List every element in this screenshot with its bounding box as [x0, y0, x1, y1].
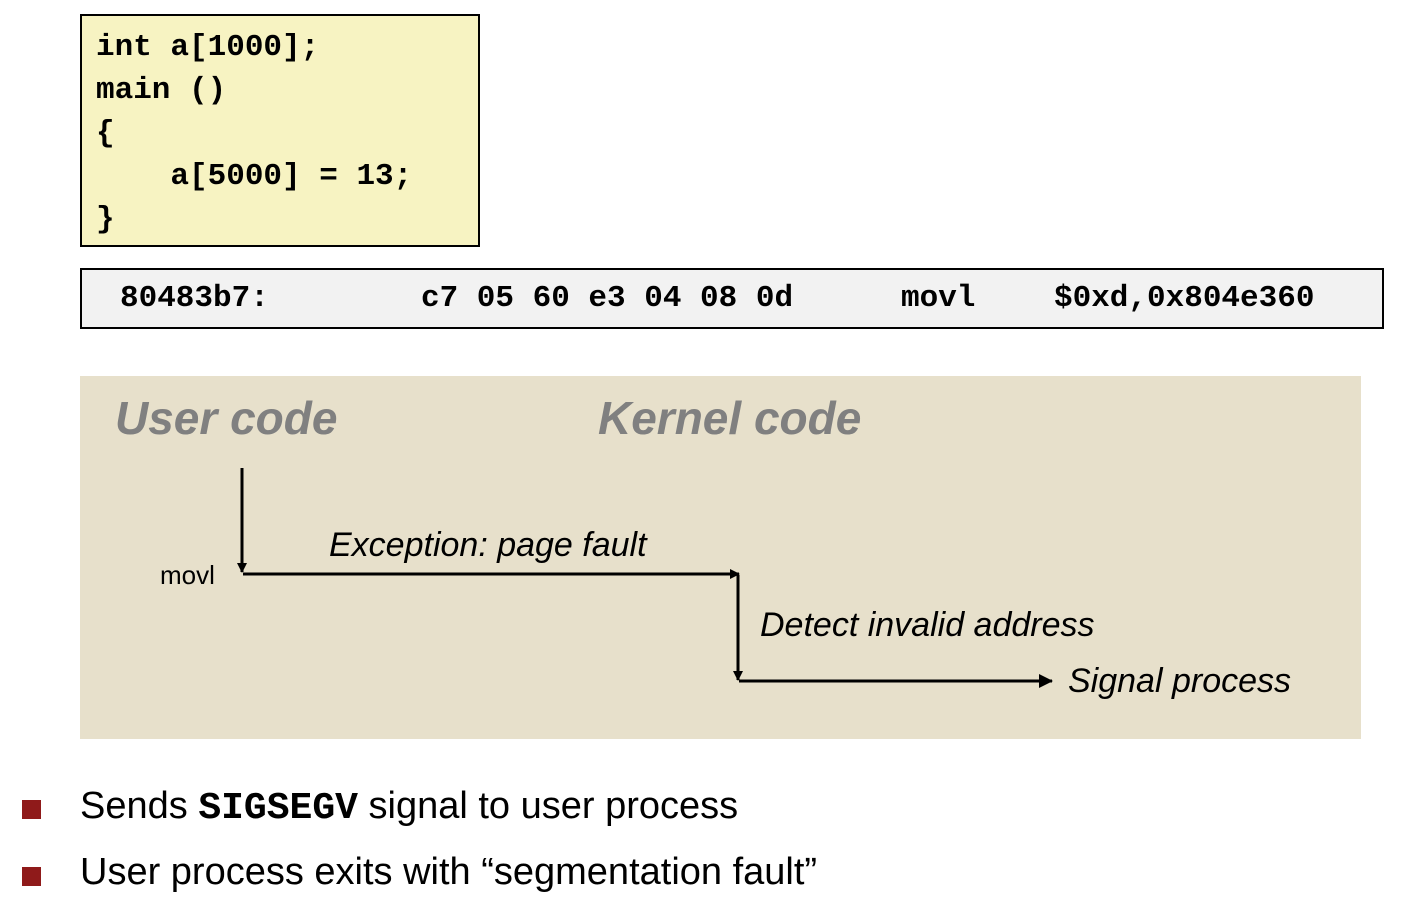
bullet-marker [22, 867, 41, 886]
signal-process-label: Signal process [1068, 662, 1291, 700]
bullet-text-before: User process exits with “segmentation fa… [80, 851, 818, 893]
control-flow-diagram: User code Kernel code movl Exception: pa… [80, 376, 1361, 739]
assembly-box: 80483b7: c7 05 60 e3 04 08 0d movl $0xd,… [80, 268, 1384, 329]
asm-address: 80483b7: [120, 281, 269, 316]
sigsegv-code: SIGSEGV [198, 787, 358, 830]
code-line: int a[1000]; [96, 30, 320, 65]
code-line: main () [96, 73, 227, 108]
c-code-box: int a[1000]; main () { a[5000] = 13; } [80, 14, 480, 247]
code-line: } [96, 202, 115, 237]
code-line: { [96, 116, 115, 151]
bullet-text-before: Sends [80, 785, 199, 827]
asm-bytes: c7 05 60 e3 04 08 0d [421, 281, 794, 316]
movl-instruction-label: movl [160, 560, 215, 590]
bullet-text-after: signal to user process [357, 785, 739, 827]
asm-mnemonic: movl [901, 281, 976, 316]
kernel-code-heading: Kernel code [598, 392, 861, 444]
control-flow-svg: User code Kernel code movl Exception: pa… [115, 392, 1291, 700]
exception-label: Exception: page fault [329, 526, 648, 564]
bullet-item: User process exits with “segmentation fa… [80, 849, 817, 895]
bullet-marker [22, 800, 41, 819]
user-code-heading: User code [115, 392, 337, 444]
detect-invalid-label: Detect invalid address [760, 606, 1095, 644]
asm-operands: $0xd,0x804e360 [1054, 281, 1315, 316]
bullet-item: Sends SIGSEGV signal to user process [80, 783, 738, 832]
code-line: a[5000] = 13; [96, 159, 413, 194]
